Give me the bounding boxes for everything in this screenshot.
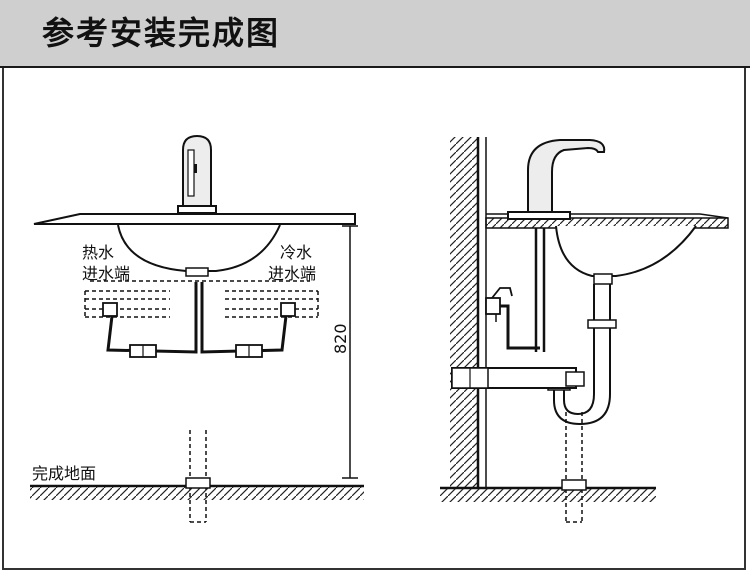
- hot-inlet-label-line1: 热水: [82, 243, 115, 262]
- front-faucet: [177, 134, 217, 214]
- hot-inlet-label-line2: 进水端: [82, 264, 131, 283]
- page-title: 参考安装完成图: [42, 14, 281, 52]
- side-faucet: [507, 139, 606, 352]
- front-floor: [30, 477, 364, 500]
- cold-inlet-label-line1: 冷水: [280, 243, 313, 262]
- height-dimension-label: 820: [331, 323, 350, 354]
- side-wall-drain: [451, 367, 585, 389]
- front-floor-drain: [189, 430, 207, 523]
- side-basin: [555, 225, 697, 277]
- front-basin: [117, 224, 281, 272]
- side-view: [440, 137, 729, 523]
- side-angle-valve: [485, 287, 540, 350]
- side-wall: [450, 137, 487, 487]
- front-countertop: [33, 213, 356, 225]
- front-view: [30, 134, 364, 523]
- finished-floor-label: 完成地面: [32, 464, 97, 483]
- front-dashed-supply: [84, 280, 319, 318]
- front-hoses: [102, 282, 296, 358]
- side-floor: [440, 479, 656, 502]
- front-dimension-line: [342, 225, 358, 479]
- cold-inlet-label-line2: 进水端: [268, 264, 317, 283]
- title-bar: 参考安装完成图: [0, 0, 750, 68]
- side-p-trap: [547, 284, 617, 426]
- diagram-frame: [2, 68, 746, 570]
- side-floor-drain: [565, 412, 583, 523]
